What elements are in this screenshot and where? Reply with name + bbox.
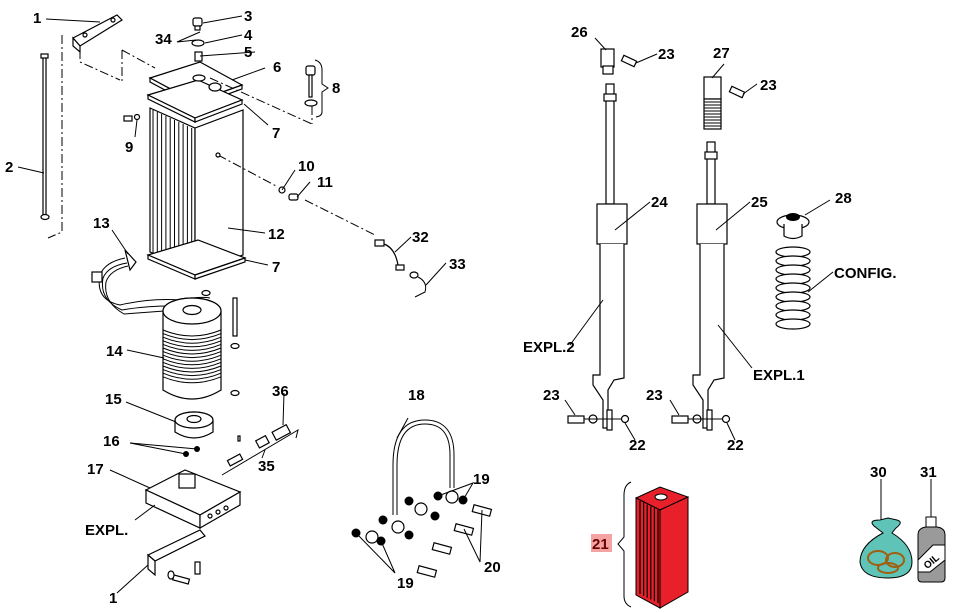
label-part-15: 15 xyxy=(105,391,122,408)
label-part-27: 27 xyxy=(713,45,730,62)
label-part-20: 20 xyxy=(484,559,501,576)
motor-winding xyxy=(162,343,222,351)
label-part-34: 34 xyxy=(155,31,172,48)
shock-absorber-part-25 xyxy=(692,141,728,431)
label-part-30: 30 xyxy=(870,464,887,481)
label-part-11: 11 xyxy=(317,174,333,191)
battery-kit-part-21 xyxy=(617,481,690,609)
label-part-1-bottom: 1 xyxy=(109,590,117,607)
label-part-19-right: 19 xyxy=(473,471,490,488)
wiring-harness-part-13 xyxy=(91,249,211,315)
label-part-2: 2 xyxy=(5,159,13,176)
label-part-23-c: 23 xyxy=(543,387,560,404)
label-part-4: 4 xyxy=(244,27,253,44)
label-part-14: 14 xyxy=(106,343,123,360)
motor-part-14 xyxy=(162,297,222,400)
bolt-part-8 xyxy=(304,65,318,107)
cable-part-33 xyxy=(409,271,427,298)
label-part-32: 32 xyxy=(412,229,429,246)
motor-winding xyxy=(162,336,222,344)
bracket-part-1-bottom xyxy=(146,529,206,577)
bracket-part-1-top xyxy=(72,14,123,54)
motor-winding xyxy=(162,351,222,359)
label-part-36: 36 xyxy=(272,383,289,400)
sensor-part-32 xyxy=(374,239,405,271)
coupling-part-15 xyxy=(174,411,214,439)
label-part-10: 10 xyxy=(298,158,315,175)
hoses-part-18 xyxy=(365,419,459,544)
clevis-part-26 xyxy=(600,48,638,75)
label-part-23-b: 23 xyxy=(760,77,777,94)
label-part-12: 12 xyxy=(268,226,285,243)
label-part-1-top: 1 xyxy=(33,10,41,27)
label-part-6: 6 xyxy=(273,59,281,76)
label-part-16: 16 xyxy=(103,433,120,450)
motor-winding xyxy=(162,376,222,384)
label-part-3: 3 xyxy=(244,8,252,25)
gasket-bottom-part-7 xyxy=(146,239,247,280)
screw-part-9 xyxy=(123,113,141,122)
oil-bottle-part-31: OIL xyxy=(917,516,946,583)
motor-winding xyxy=(162,354,222,362)
threaded-end-part-27 xyxy=(703,76,746,130)
terminal-stack-parts-3-5 xyxy=(191,17,222,92)
spring-coil xyxy=(775,318,811,330)
label-expl-2: EXPL.2 xyxy=(523,339,575,356)
label-part-17: 17 xyxy=(87,461,104,478)
label-part-22-a: 22 xyxy=(629,437,646,454)
seal-kit-bag-part-30 xyxy=(859,517,913,579)
motor-winding xyxy=(162,361,222,369)
motor-winding xyxy=(162,358,222,366)
label-part-25: 25 xyxy=(751,194,768,211)
label-expl-1: EXPL.1 xyxy=(753,367,805,384)
label-part-13: 13 xyxy=(93,215,110,232)
label-part-5: 5 xyxy=(244,44,252,61)
seals-part-19 xyxy=(351,491,468,546)
label-part-35: 35 xyxy=(258,458,275,475)
motor-winding xyxy=(162,369,222,377)
label-part-22-b: 22 xyxy=(727,437,744,454)
label-part-26: 26 xyxy=(571,24,588,41)
motor-winding xyxy=(162,372,222,380)
motor-winding xyxy=(162,340,222,348)
motor-winding xyxy=(162,333,222,341)
label-part-19-bottom: 19 xyxy=(397,575,414,592)
motor-winding xyxy=(162,365,222,373)
motor-winding xyxy=(162,347,222,355)
label-part-8: 8 xyxy=(332,80,340,97)
pump-base-part-17 xyxy=(144,469,242,530)
label-part-28: 28 xyxy=(835,190,852,207)
label-expl: EXPL. xyxy=(85,522,128,539)
leader-lines xyxy=(17,15,932,594)
spring-config xyxy=(775,246,811,330)
battery-body-part-12 xyxy=(149,107,244,273)
label-part-7-top: 7 xyxy=(272,125,280,142)
spring-cap-part-28 xyxy=(776,213,810,240)
shock-absorber-part-24 xyxy=(592,83,628,431)
label-part-21: 21 xyxy=(592,536,609,553)
valve-part-36 xyxy=(226,423,292,467)
label-part-9: 9 xyxy=(125,139,133,156)
tie-rod-part-2 xyxy=(40,53,50,221)
label-part-31: 31 xyxy=(920,464,937,481)
label-part-33: 33 xyxy=(449,256,466,273)
label-part-18: 18 xyxy=(408,387,425,404)
label-part-23-a: 23 xyxy=(658,46,675,63)
label-part-23-d: 23 xyxy=(646,387,663,404)
label-part-7-bottom: 7 xyxy=(272,259,280,276)
label-part-24: 24 xyxy=(651,194,668,211)
motor-winding xyxy=(162,329,222,337)
label-config: CONFIG. xyxy=(834,265,897,282)
highlight-part-21-bg xyxy=(591,534,612,552)
